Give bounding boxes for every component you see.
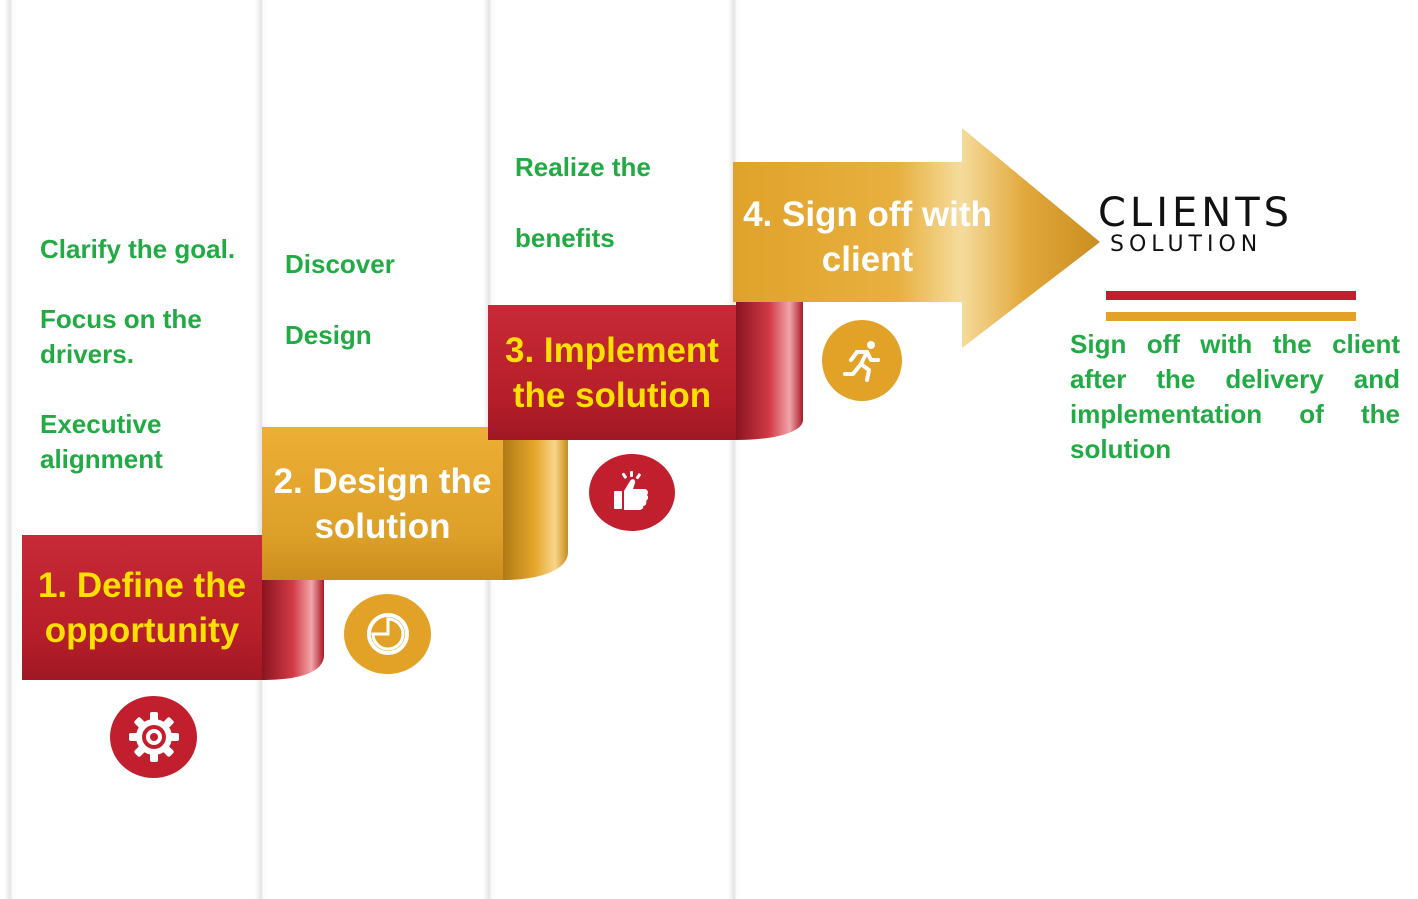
column-divider <box>4 0 18 899</box>
note-text: benefits <box>515 223 615 253</box>
red-rule <box>1106 291 1356 300</box>
step-1-title: 1. Define the opportunity <box>37 565 247 650</box>
step-3-notes: Realize the benefits <box>515 150 715 256</box>
note-text: Design <box>285 320 372 350</box>
step-1-band: 1. Define the opportunity <box>22 535 262 680</box>
note-text: Executive alignment <box>40 409 163 474</box>
step-3-band: 3. Implement the solution <box>488 305 736 440</box>
note-text: Discover <box>285 249 395 279</box>
step-4-title: 4. Sign off with client <box>743 195 992 279</box>
step-4-band: 4. Sign off with client <box>735 192 1000 282</box>
step-2-notes: Discover Design <box>285 247 465 353</box>
logo-subtitle: SOLUTION <box>1110 232 1263 257</box>
gold-rule <box>1106 312 1356 321</box>
pie-chart-icon <box>344 594 431 674</box>
arrow-shape <box>733 128 1100 348</box>
step-2-title: 2. Design the solution <box>273 461 492 546</box>
step-1-notes: Clarify the goal. Focus on the drivers. … <box>40 232 240 477</box>
running-person-icon <box>822 320 902 401</box>
step-3-title: 3. Implement the solution <box>505 330 719 415</box>
logo-title: CLIENTS <box>1098 190 1294 236</box>
gear-target-icon <box>110 696 197 778</box>
note-text: Focus on the drivers. <box>40 304 202 369</box>
note-text: Clarify the goal. <box>40 234 236 264</box>
sign-off-description: Sign off with the client after the deliv… <box>1070 329 1400 464</box>
note-text: Realize the <box>515 152 651 182</box>
thumbs-up-icon <box>589 454 675 531</box>
ribbon-curl <box>736 257 803 440</box>
step-2-band: 2. Design the solution <box>262 427 503 580</box>
